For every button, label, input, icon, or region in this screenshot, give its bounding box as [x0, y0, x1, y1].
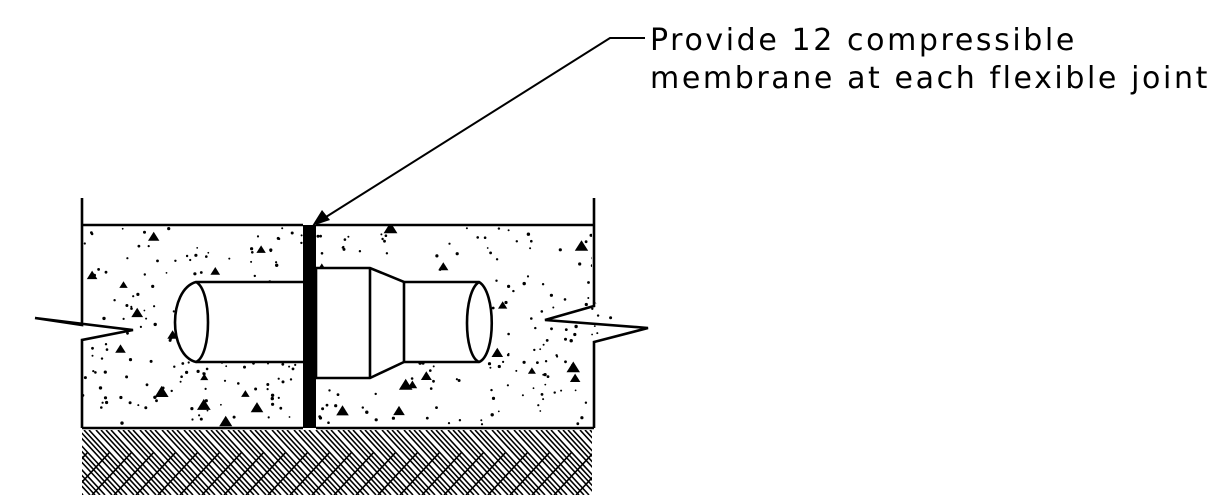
- right-pipe-with-bell: [314, 266, 493, 380]
- right-concrete-block: [316, 198, 649, 430]
- callout-arrowhead: [312, 210, 330, 226]
- left-concrete-block: [34, 198, 303, 430]
- compressible-membrane: [303, 225, 316, 428]
- callout-line-1: Provide 12 compressible: [650, 23, 1077, 58]
- soil-hatching: [82, 430, 592, 495]
- callout-leader: [317, 37, 645, 223]
- left-pipe: [173, 280, 303, 364]
- callout-line-2: membrane at each flexible joint: [650, 61, 1210, 96]
